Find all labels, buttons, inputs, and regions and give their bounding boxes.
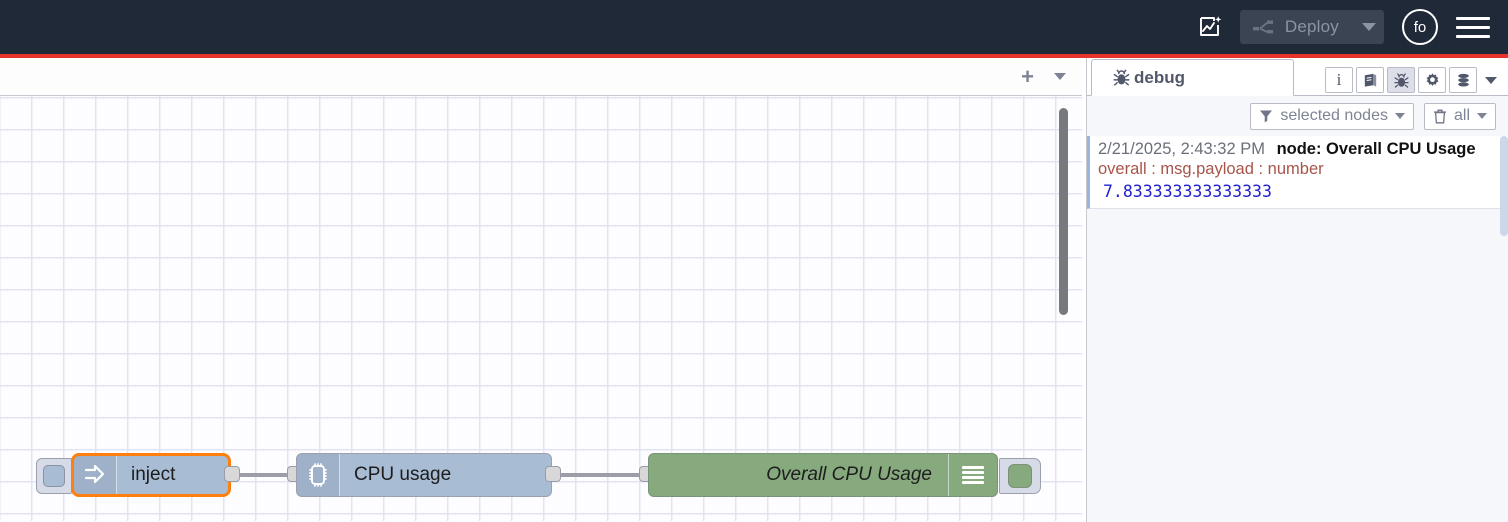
hamburger-menu-icon[interactable] — [1456, 12, 1490, 42]
debug-message-list[interactable]: 2/21/2025, 2:43:32 PM node: Overall CPU … — [1087, 136, 1508, 522]
bug-icon — [1113, 69, 1130, 86]
flow-tab-actions: + — [1021, 63, 1082, 89]
hamburger-bar — [1456, 34, 1490, 38]
inject-arrow-icon — [74, 456, 117, 494]
debug-message-topic: overall : msg.payload : number — [1098, 160, 1324, 178]
node-inject[interactable]: inject — [71, 453, 231, 497]
avatar[interactable]: fo — [1402, 9, 1438, 45]
funnel-icon — [1260, 110, 1273, 123]
debug-filter-button[interactable]: selected nodes — [1250, 102, 1414, 130]
node-cpu-usage-label: CPU usage — [354, 464, 452, 485]
flow-canvas[interactable]: inject CPU usage — [0, 96, 1082, 521]
debug-line — [962, 476, 984, 479]
deploy-options-caret[interactable] — [1353, 10, 1384, 44]
debug-clear-label: all — [1453, 107, 1470, 124]
deploy-label: Deploy — [1284, 17, 1339, 36]
info-icon[interactable]: i — [1325, 67, 1353, 93]
sidebar: debug i — [1086, 58, 1508, 522]
chevron-down-icon — [1477, 113, 1487, 119]
debug-line — [962, 466, 984, 469]
hamburger-bar — [1456, 16, 1490, 20]
info-glyph: i — [1336, 70, 1342, 89]
wire-cpu-to-debug — [560, 473, 648, 477]
node-debug-overall-cpu-usage[interactable]: Overall CPU Usage — [648, 453, 998, 497]
flow-list-chevron-down-icon[interactable] — [1054, 73, 1066, 80]
sidebar-more-chevron-down-icon[interactable] — [1480, 67, 1502, 93]
port-inject-output[interactable] — [224, 466, 240, 482]
sidebar-tab-bar: debug i — [1087, 58, 1508, 96]
debug-message-value: 7.833333333333333 — [1103, 182, 1272, 201]
chevron-down-icon — [1362, 23, 1376, 31]
hamburger-bar — [1456, 25, 1490, 29]
tab-debug-label: debug — [1134, 67, 1185, 87]
wire-inject-to-cpu — [239, 473, 295, 477]
debug-line — [962, 481, 984, 484]
chevron-down-icon — [1394, 113, 1405, 119]
tab-debug[interactable]: debug — [1091, 59, 1294, 96]
help-book-icon[interactable] — [1356, 67, 1384, 93]
debug-node-toggle-button[interactable] — [999, 458, 1041, 494]
debug-toggle-inner — [1008, 464, 1032, 488]
gear-icon[interactable] — [1418, 67, 1446, 93]
deploy-button[interactable]: Deploy — [1239, 10, 1384, 44]
node-inject-label: inject — [131, 464, 176, 485]
avatar-initials: fo — [1413, 18, 1427, 36]
ai-flow-sparkle-icon[interactable] — [1192, 8, 1230, 46]
debug-lines-icon — [948, 454, 997, 496]
debug-message-source-node[interactable]: node: Overall CPU Usage — [1276, 140, 1476, 158]
add-flow-button[interactable]: + — [1021, 63, 1034, 89]
inject-trigger-button[interactable] — [36, 458, 72, 494]
cpu-chip-icon — [297, 454, 340, 496]
debug-message-timestamp: 2/21/2025, 2:43:32 PM — [1098, 140, 1265, 158]
flow-tab-bar: + — [0, 58, 1082, 96]
debug-clear-button[interactable]: all — [1423, 102, 1496, 130]
bug-icon[interactable] — [1387, 67, 1415, 93]
header-accent-rule — [0, 54, 1508, 58]
debug-filter-label: selected nodes — [1280, 107, 1388, 124]
trash-icon — [1433, 109, 1446, 123]
canvas-vertical-scrollbar[interactable] — [1059, 108, 1068, 315]
workspace: + inject — [0, 58, 1082, 522]
node-cpu-usage[interactable]: CPU usage — [296, 453, 552, 497]
debug-message-header: 2/21/2025, 2:43:32 PM node: Overall CPU … — [1098, 140, 1500, 159]
chevron-down-glyph — [1485, 76, 1497, 84]
deploy-main-action[interactable]: Deploy — [1240, 10, 1353, 44]
context-data-icon[interactable] — [1449, 67, 1477, 93]
port-cpu-output[interactable] — [545, 466, 561, 482]
node-debug-label: Overall CPU Usage — [766, 464, 932, 485]
inject-trigger-inner — [43, 465, 65, 487]
sidebar-vertical-scrollbar[interactable] — [1500, 136, 1508, 236]
sidebar-tab-icons: i — [1325, 67, 1508, 95]
debug-toolbar: selected nodes all — [1087, 96, 1508, 136]
deploy-icon — [1252, 20, 1273, 33]
debug-line — [962, 471, 984, 474]
app-header: Deploy fo — [0, 0, 1508, 54]
debug-message-row[interactable]: 2/21/2025, 2:43:32 PM node: Overall CPU … — [1087, 136, 1508, 209]
